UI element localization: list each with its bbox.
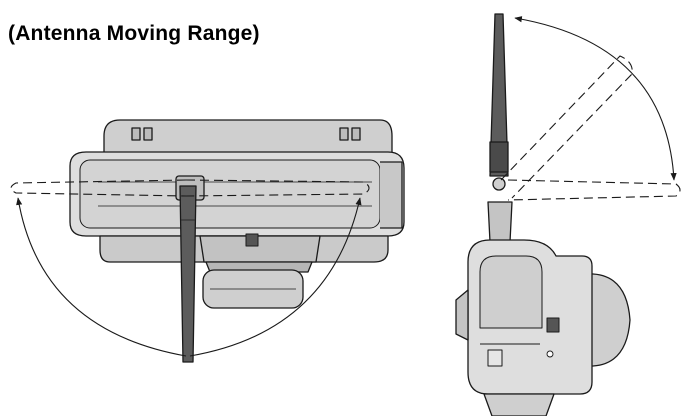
antenna-range-right-dashed: [500, 55, 681, 201]
antenna-range-left-top: [10, 179, 370, 197]
transmitter-top-view: [69, 119, 405, 363]
transmitter-side-view: [455, 13, 631, 416]
swing-arc-left: [16, 197, 187, 357]
swing-arc-side: [514, 16, 677, 181]
swing-arc-right: [189, 197, 362, 357]
figure-title: (Antenna Moving Range): [8, 22, 260, 45]
